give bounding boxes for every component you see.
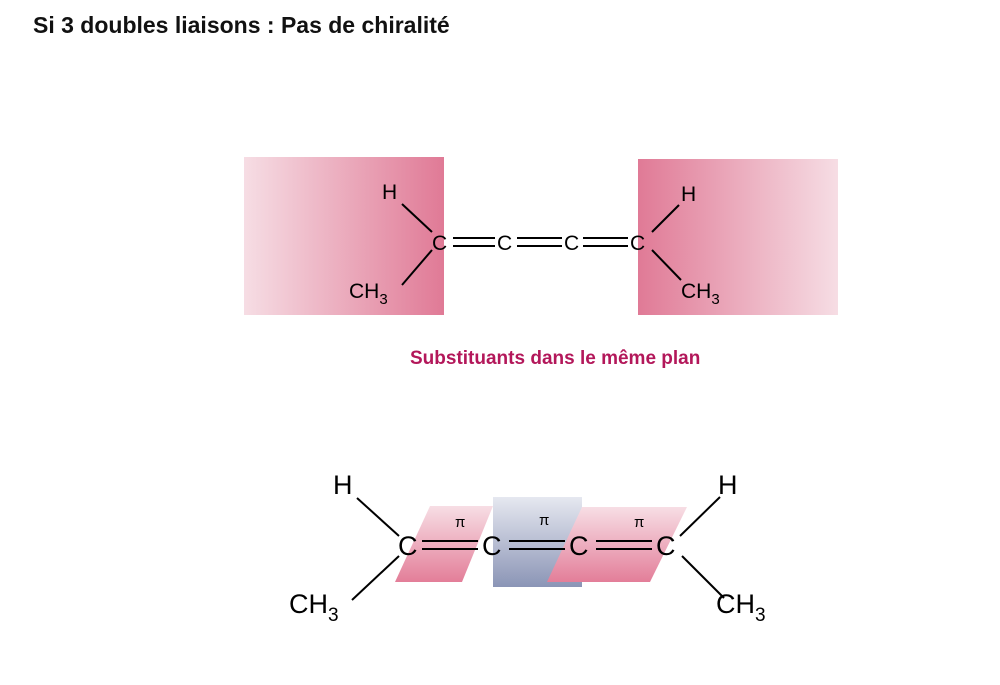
bottom-bonds: [351, 496, 725, 601]
top-right-h: H: [681, 183, 696, 206]
top-left-ch: CH3: [349, 280, 388, 308]
bottom-left-h: H: [333, 470, 353, 500]
page-title: Si 3 doubles liaisons : Pas de chiralité: [33, 12, 450, 38]
top-carbon-2: C: [497, 232, 512, 255]
pi-plane-right: [547, 507, 687, 582]
bottom-carbon-4: C: [656, 531, 676, 561]
top-carbon-3: C: [564, 232, 579, 255]
bottom-carbon-2: C: [482, 531, 502, 561]
bottom-right-ch: CH3: [716, 589, 766, 626]
left-substituent-plane: [244, 157, 444, 315]
bottom-right-h: H: [718, 470, 738, 500]
right-substituent-plane: [638, 159, 838, 315]
bottom-carbon-3: C: [569, 531, 589, 561]
top-carbon-4: C: [630, 232, 645, 255]
pi-label-1: π: [455, 514, 465, 531]
bottom-left-ch: CH3: [289, 589, 339, 626]
plane-caption: Substituants dans le même plan: [410, 348, 701, 369]
pi-plane-left: [395, 506, 493, 582]
top-right-ch: CH3: [681, 280, 720, 308]
pi-label-2: π: [539, 512, 549, 529]
top-bonds: [401, 203, 682, 286]
top-carbon-1: C: [432, 232, 447, 255]
top-left-h: H: [382, 181, 397, 204]
bottom-carbon-1: C: [398, 531, 418, 561]
pi-label-3: π: [634, 514, 644, 531]
